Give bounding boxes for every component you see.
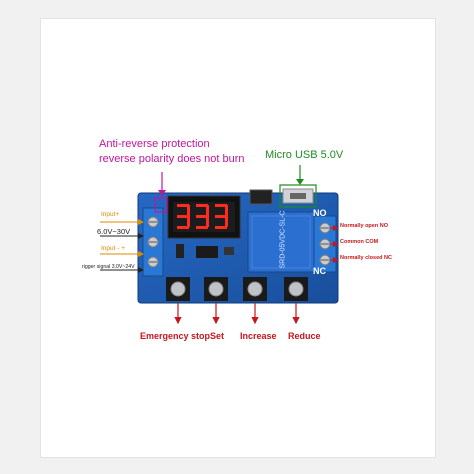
normally-closed-label: Normally closed NC <box>340 255 392 261</box>
seven-segment-display <box>167 195 241 239</box>
anti-reverse-highlight <box>154 197 168 213</box>
board-no-label: NO <box>313 208 327 218</box>
set-switch <box>204 277 228 301</box>
reduce-label: Reduce <box>288 331 321 341</box>
increase-switch <box>243 277 267 301</box>
emergency-stop-switch <box>166 277 190 301</box>
input-terminal-block <box>142 207 164 277</box>
voltage-range-label: 6.0V~30V <box>97 227 131 236</box>
micro-usb-port <box>282 188 314 204</box>
voltage-regulator <box>249 189 273 205</box>
reduce-switch <box>284 277 308 301</box>
increase-label: Increase <box>240 331 277 341</box>
input-minus-label: Input - + <box>101 245 126 252</box>
input-plus-label: Input+ <box>101 211 120 218</box>
usb-highlight <box>279 184 317 208</box>
push-button-row <box>166 277 308 301</box>
emergency-stop-label: Emergency stop <box>140 331 211 341</box>
board-nc-label: NC <box>313 266 326 276</box>
relay-marking: SRD-05VDC-SL-C <box>279 210 287 269</box>
trigger-signal-label: rigger signal 3.0V~24V <box>82 264 135 270</box>
relay <box>247 211 315 273</box>
micro-usb-label: Micro USB 5.0V <box>265 149 344 161</box>
common-com-label: Common COM <box>340 239 379 245</box>
relay-terminal-block <box>313 215 337 273</box>
set-label: Set <box>210 331 225 341</box>
reverse-polarity-label: reverse polarity does not burn <box>99 153 245 165</box>
normally-open-label: Normally open NO <box>340 223 388 229</box>
anti-reverse-label: Anti-reverse protection <box>99 138 210 150</box>
